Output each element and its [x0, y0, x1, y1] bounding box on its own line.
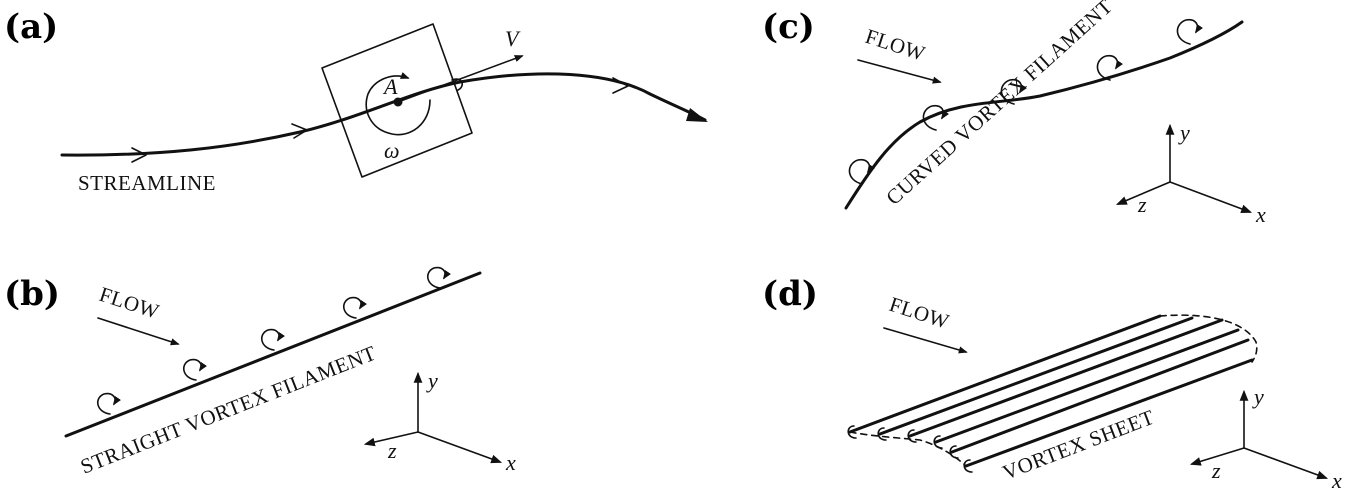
axis-y-label-d: y	[1252, 384, 1264, 409]
sheet-line-4	[934, 328, 1240, 444]
vortex-sheet-lines	[848, 314, 1254, 468]
sheet-dashed-front-edge	[849, 431, 967, 467]
streamline-arrow-1	[131, 147, 147, 163]
curl-symbols-c	[848, 18, 1203, 185]
curl-icon-d-6	[963, 459, 973, 473]
flow-arrow-d	[883, 327, 968, 354]
curl-icon-d-4	[933, 435, 943, 449]
axis-z-label-b: z	[387, 438, 397, 463]
curl-icon-b-2	[183, 358, 207, 381]
flow-label-d: FLOW	[886, 292, 952, 334]
panel-d: (d) FLOW VORTEX SHEET	[762, 274, 1342, 492]
curved-filament-label: CURVED VORTEX FILAMENT	[881, 0, 1117, 210]
axis-z-c	[1115, 181, 1171, 205]
curl-icon-d-2	[877, 427, 887, 441]
axis-y-label-c: y	[1178, 120, 1190, 145]
curl-symbols-d	[847, 425, 973, 473]
panel-d-label: (d)	[762, 274, 818, 314]
sheet-line-3	[908, 318, 1224, 438]
curl-icon-c-4	[1096, 54, 1123, 81]
point-a-dot	[393, 97, 403, 107]
sheet-line-1	[848, 314, 1162, 434]
streamline-label: STREAMLINE	[78, 171, 216, 195]
panel-a-label: (a)	[4, 7, 58, 47]
axis-x-d	[1243, 447, 1329, 480]
curl-icon-c-5	[1176, 18, 1203, 45]
curl-icon-b-5	[427, 266, 451, 289]
edge-rotation-icon	[451, 78, 464, 91]
velocity-label: V	[505, 26, 521, 51]
axis-x-label-c: x	[1255, 202, 1266, 227]
axis-z-label-d: z	[1211, 458, 1221, 483]
curl-icon-c-1	[848, 158, 875, 185]
curl-icon-b-3	[261, 328, 285, 351]
flow-arrow-c	[857, 59, 942, 84]
panel-a: (a) V A ω STREAMLINE	[4, 7, 708, 195]
panel-c-label: (c)	[762, 7, 815, 47]
flow-arrow-b	[97, 317, 180, 346]
flow-label-b: FLOW	[96, 282, 162, 324]
axes-c: y x z	[1115, 120, 1266, 227]
streamline-arrow-2	[291, 123, 308, 139]
curved-label-word-1: CURVED VORTEX FILAMENT	[881, 0, 1117, 210]
curl-icon-b-1	[97, 392, 121, 415]
axes-d: y x z	[1189, 384, 1342, 492]
curl-icon-d-5	[949, 445, 959, 459]
panel-b: (b) FLOW STRAIGHT VORTEX FILAMENT y x z	[4, 266, 516, 479]
curl-icon-d-1	[847, 425, 857, 439]
panel-c: (c) FLOW CURVED VORTEX FILAMENT y x z	[762, 0, 1266, 227]
sheet-line-6	[964, 358, 1254, 468]
streamline-end-arrowhead	[686, 108, 708, 122]
straight-vortex-filament-line	[64, 271, 482, 438]
vorticity-label: ω	[384, 138, 400, 163]
axes-b: y x z	[363, 368, 516, 475]
streamline-arrow-3	[612, 77, 629, 94]
sheet-line-2	[878, 316, 1194, 436]
axis-z-d	[1189, 447, 1245, 466]
curl-icon-c-3	[1000, 78, 1027, 105]
axis-y-label-b: y	[426, 368, 438, 393]
curl-symbols-b	[97, 266, 451, 415]
straight-filament-label: STRAIGHT VORTEX FILAMENT	[77, 341, 379, 479]
curved-vortex-filament-line	[844, 20, 1244, 210]
rotation-arc-icon	[365, 72, 431, 136]
sheet-line-5	[950, 338, 1250, 454]
curl-icon-b-4	[343, 296, 367, 319]
curl-icon-d-3	[907, 429, 917, 443]
axis-x-c	[1169, 181, 1253, 214]
panel-b-label: (b)	[4, 274, 60, 314]
axis-x-b	[417, 431, 503, 464]
flow-label-c: FLOW	[862, 24, 928, 66]
axis-x-label-d: x	[1331, 468, 1342, 492]
fluid-element-square	[321, 23, 473, 178]
velocity-vector-arrow	[397, 55, 524, 103]
sheet-dashed-edge	[1159, 314, 1258, 363]
axis-x-label-b: x	[505, 450, 516, 475]
curl-icon-c-2	[922, 104, 949, 131]
axis-z-b	[363, 431, 419, 447]
point-a-label: A	[382, 74, 398, 99]
axis-z-label-c: z	[1137, 192, 1147, 217]
